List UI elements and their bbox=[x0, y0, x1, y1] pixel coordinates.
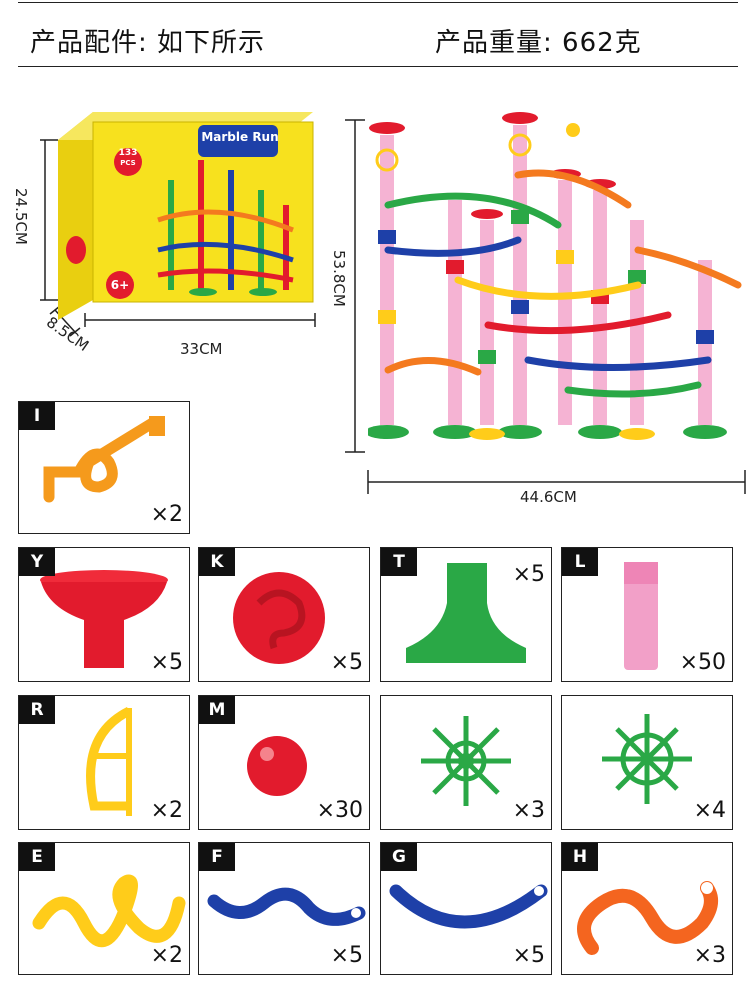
part-card-i: I ×2 bbox=[18, 401, 190, 534]
product-box bbox=[58, 112, 314, 320]
tube-icon bbox=[624, 562, 658, 670]
wavy-track-icon bbox=[32, 874, 186, 948]
accessories-heading: 产品配件: 如下所示 bbox=[30, 28, 266, 58]
part-card-l: L ×50 bbox=[561, 547, 733, 682]
spoke-wheel-icon bbox=[602, 714, 692, 804]
part-card-m: M ×30 bbox=[198, 695, 370, 830]
part-letter: Y bbox=[19, 548, 55, 576]
part-card-g: G ×5 bbox=[380, 842, 552, 975]
tower-figure: 53.8CM 44.6CM bbox=[330, 100, 750, 510]
spiral-ramp-icon bbox=[43, 416, 165, 503]
box-badge-unit: PCS bbox=[120, 159, 136, 167]
s-track-icon bbox=[577, 881, 718, 955]
funnel-icon bbox=[40, 570, 168, 668]
tower-height-label: 53.8CM bbox=[330, 250, 348, 307]
part-letter: E bbox=[19, 843, 55, 871]
part-quantity: ×2 bbox=[150, 502, 183, 527]
part-quantity: ×50 bbox=[679, 650, 726, 675]
part-quantity: ×3 bbox=[693, 943, 726, 968]
part-quantity: ×5 bbox=[150, 650, 183, 675]
top-divider bbox=[18, 2, 738, 3]
part-quantity: ×4 bbox=[693, 798, 726, 823]
part-letter: L bbox=[562, 548, 598, 576]
part-card-r: R ×2 bbox=[18, 695, 190, 830]
part-card-h: H ×3 bbox=[561, 842, 733, 975]
part-card-t: T ×5 bbox=[380, 547, 552, 682]
part-quantity: ×3 bbox=[512, 798, 545, 823]
part-letter: F bbox=[199, 843, 235, 871]
part-letter: H bbox=[562, 843, 598, 871]
box-height-label: 24.5CM bbox=[12, 188, 30, 245]
curved-bracket-icon bbox=[86, 706, 132, 816]
tower-dimension-lines bbox=[345, 119, 746, 494]
part-letter: I bbox=[19, 402, 55, 430]
tower-width-label: 44.6CM bbox=[520, 488, 577, 506]
curved-track-icon bbox=[389, 884, 548, 929]
part-quantity: ×2 bbox=[150, 943, 183, 968]
box-width-label: 33CM bbox=[180, 340, 223, 358]
part-quantity: ×5 bbox=[330, 943, 363, 968]
weight-heading: 产品重量: 662克 bbox=[435, 28, 642, 58]
part-letter: K bbox=[199, 548, 235, 576]
part-letter: M bbox=[199, 696, 235, 724]
part-card-k: K ×5 bbox=[198, 547, 370, 682]
part-letter: G bbox=[381, 843, 417, 871]
assembled-tower bbox=[368, 112, 742, 440]
part-quantity: ×5 bbox=[512, 562, 545, 587]
part-quantity: ×30 bbox=[316, 798, 363, 823]
part-letter: T bbox=[381, 548, 417, 576]
part-quantity: ×5 bbox=[330, 650, 363, 675]
marble-icon bbox=[247, 736, 307, 796]
box-badge-count: 133 bbox=[118, 148, 138, 158]
part-card-wheel-b: ×4 bbox=[561, 695, 733, 830]
box-dimension-lines bbox=[40, 139, 316, 337]
base-stand-icon bbox=[406, 563, 526, 663]
box-age-badge: 6+ bbox=[110, 278, 130, 292]
part-card-e: E ×2 bbox=[18, 842, 190, 975]
part-quantity: ×2 bbox=[150, 798, 183, 823]
paddle-wheel-icon bbox=[421, 716, 511, 806]
box-badge: 133 PCS bbox=[112, 148, 144, 168]
box-figure: 24.5CM 8.5CM 33CM 133 PCS bbox=[0, 100, 340, 400]
part-quantity: ×5 bbox=[512, 943, 545, 968]
header-divider bbox=[18, 66, 738, 67]
part-card-f: F ×5 bbox=[198, 842, 370, 975]
box-logo: Marble Run bbox=[201, 130, 279, 144]
part-letter: R bbox=[19, 696, 55, 724]
part-card-wheel-a: ×3 bbox=[380, 695, 552, 830]
part-card-y: Y ×5 bbox=[18, 547, 190, 682]
swirl-disc-icon bbox=[233, 572, 325, 664]
wave-track-icon bbox=[207, 887, 366, 926]
